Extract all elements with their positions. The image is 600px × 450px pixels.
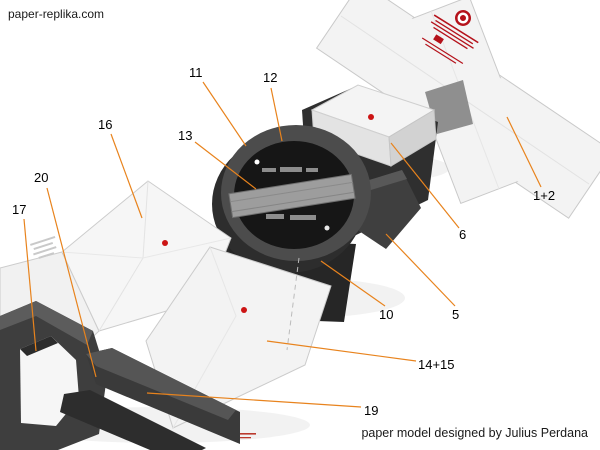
part-label-20: 20 — [34, 170, 49, 185]
part-label-12: 12 — [263, 70, 278, 85]
panel-14-15 — [145, 246, 332, 429]
faint-print-logo — [30, 235, 57, 259]
fine-print-red — [228, 433, 256, 439]
part-label-14-15: 14+15 — [418, 357, 455, 372]
rail-bars — [60, 348, 240, 450]
disc-crossbar — [228, 173, 356, 219]
site-name: paper-replika.com — [8, 7, 105, 21]
part-5-bracket — [356, 170, 421, 249]
leader-lines — [23, 81, 542, 408]
printed-logo — [421, 10, 479, 64]
part-label-6: 6 — [459, 227, 467, 242]
part-label-13: 13 — [178, 128, 193, 143]
part-label-16: 16 — [98, 117, 113, 132]
part-label-17: 17 — [12, 202, 27, 217]
red-dot-markers — [162, 114, 374, 313]
designer-credit: paper model designed by Julius Perdana — [361, 426, 588, 440]
part-label-19: 19 — [364, 403, 379, 418]
disc-face-markings — [262, 167, 318, 220]
part-label-10: 10 — [379, 307, 394, 322]
part-label-11: 11 — [189, 65, 203, 80]
part-label-5: 5 — [452, 307, 460, 322]
part-label-1-2: 1+2 — [533, 188, 556, 203]
